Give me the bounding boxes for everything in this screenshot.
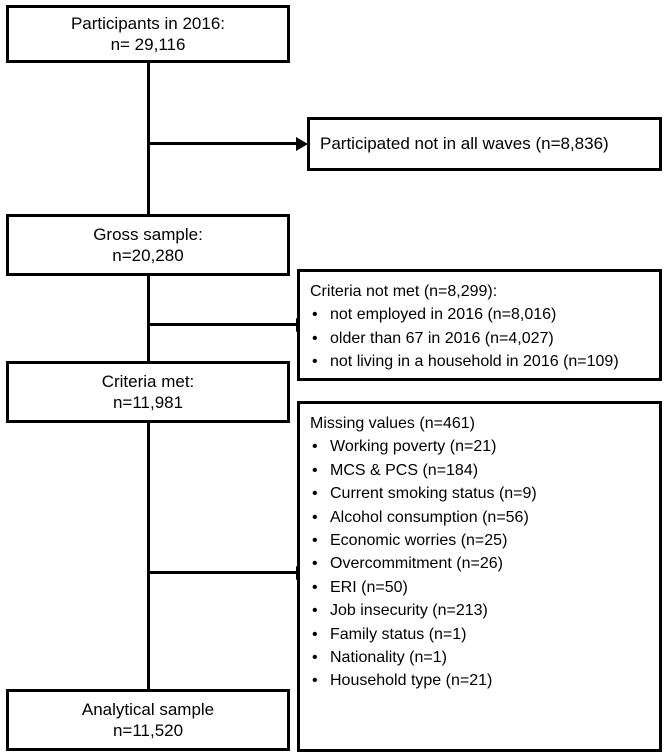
criteria-not-met-box: Criteria not met (n=8,299): not employed…	[297, 269, 662, 381]
connector-participants-gross	[147, 62, 150, 214]
participants-box: Participants in 2016: n= 29,116	[6, 5, 290, 63]
arrow-line-waves	[147, 142, 297, 145]
list-item: Economic worries (n=25)	[310, 529, 651, 553]
connector-gross-criteria	[147, 275, 150, 361]
waves-exclusion-box: Participated not in all waves (n=8,836)	[307, 117, 662, 171]
arrow-line-missing	[147, 571, 297, 574]
criteria-not-met-list: not employed in 2016 (n=8,016) older tha…	[310, 303, 651, 374]
criteria-not-met-header: Criteria not met (n=8,299):	[310, 283, 498, 300]
list-item: ERI (n=50)	[310, 576, 651, 600]
criteria-met-title: Criteria met:	[101, 372, 195, 391]
gross-sample-box: Gross sample: n=20,280	[6, 214, 290, 276]
participants-title: Participants in 2016:	[70, 14, 226, 33]
list-item: not living in a household in 2016 (n=109…	[310, 350, 651, 374]
gross-sample-title: Gross sample:	[93, 225, 203, 244]
list-item: Overcommitment (n=26)	[310, 552, 651, 576]
missing-values-header: Missing values (n=461)	[310, 415, 475, 432]
list-item: Family status (n=1)	[310, 623, 651, 647]
connector-criteria-analytical	[147, 422, 150, 690]
list-item: MCS & PCS (n=184)	[310, 459, 651, 483]
list-item: Working poverty (n=21)	[310, 435, 651, 459]
missing-values-box: Missing values (n=461) Working poverty (…	[297, 401, 662, 752]
missing-values-list: Working poverty (n=21) MCS & PCS (n=184)…	[310, 435, 651, 693]
analytical-sample-title: Analytical sample	[81, 700, 215, 719]
criteria-met-count: n=11,981	[112, 393, 184, 412]
participants-count: n= 29,116	[110, 35, 186, 54]
list-item: older than 67 in 2016 (n=4,027)	[310, 327, 651, 351]
list-item: not employed in 2016 (n=8,016)	[310, 303, 651, 327]
analytical-sample-count: n=11,520	[112, 721, 184, 740]
waves-exclusion-text: Participated not in all waves (n=8,836)	[320, 134, 609, 153]
arrow-head-waves	[296, 136, 308, 151]
gross-sample-count: n=20,280	[112, 246, 184, 265]
analytical-sample-box: Analytical sample n=11,520	[6, 689, 290, 751]
list-item: Job insecurity (n=213)	[310, 599, 651, 623]
list-item: Household type (n=21)	[310, 669, 651, 693]
list-item: Alcohol consumption (n=56)	[310, 506, 651, 530]
arrow-line-criteria	[147, 323, 297, 326]
list-item: Current smoking status (n=9)	[310, 482, 651, 506]
list-item: Nationality (n=1)	[310, 646, 651, 670]
criteria-met-box: Criteria met: n=11,981	[6, 361, 290, 423]
